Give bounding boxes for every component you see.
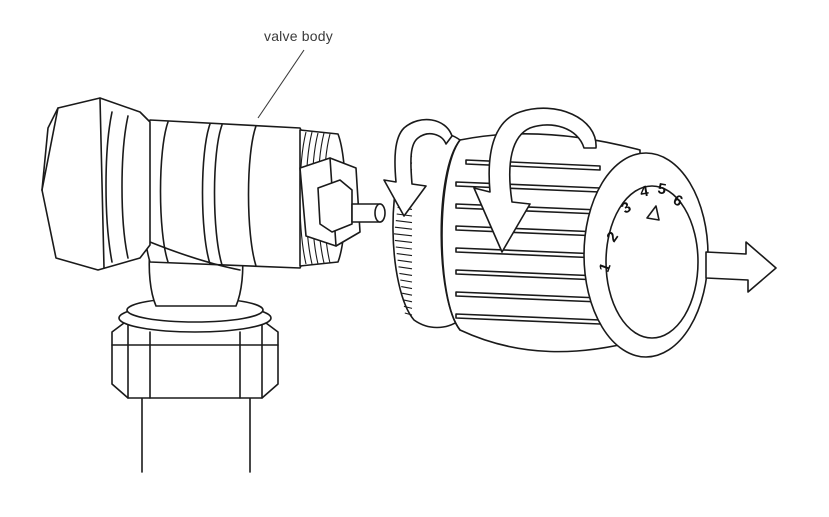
spindle-hex	[299, 157, 361, 247]
lower-hex-nut	[111, 319, 279, 399]
rotation-arrow-small-icon	[383, 118, 453, 217]
main-tube	[141, 119, 311, 271]
dial-face	[583, 152, 709, 358]
callout-leader-line	[257, 49, 305, 119]
knurl-line	[394, 226, 413, 230]
knurl-line	[402, 299, 413, 303]
knurl-line	[395, 246, 413, 250]
knurl-line	[394, 239, 413, 243]
knurl-line	[395, 220, 413, 224]
setting-indicator-icon	[646, 205, 660, 221]
valve-pin	[351, 203, 386, 223]
rotation-arrow-large-icon	[473, 107, 597, 253]
knurl-line	[396, 253, 413, 257]
dial-number: 4	[639, 183, 651, 201]
thermostatic-head: 1 2 3 4 5 6	[392, 131, 709, 358]
knurl-line	[404, 312, 413, 316]
direction-arrow-icon	[705, 241, 777, 293]
lower-pipe	[141, 397, 251, 473]
knurl-line	[393, 233, 413, 237]
knurl-line	[401, 292, 413, 296]
dial-number: 5	[656, 180, 667, 198]
left-hex-nut	[41, 97, 151, 271]
valve-body-label: valve body	[264, 28, 333, 44]
knurl-line	[399, 272, 413, 276]
valve-body	[41, 97, 386, 473]
knurl-line	[403, 305, 413, 309]
knurl-line	[398, 266, 413, 270]
knurl-line	[397, 259, 413, 263]
knurl-line	[401, 286, 413, 290]
knurl-line	[400, 279, 413, 283]
